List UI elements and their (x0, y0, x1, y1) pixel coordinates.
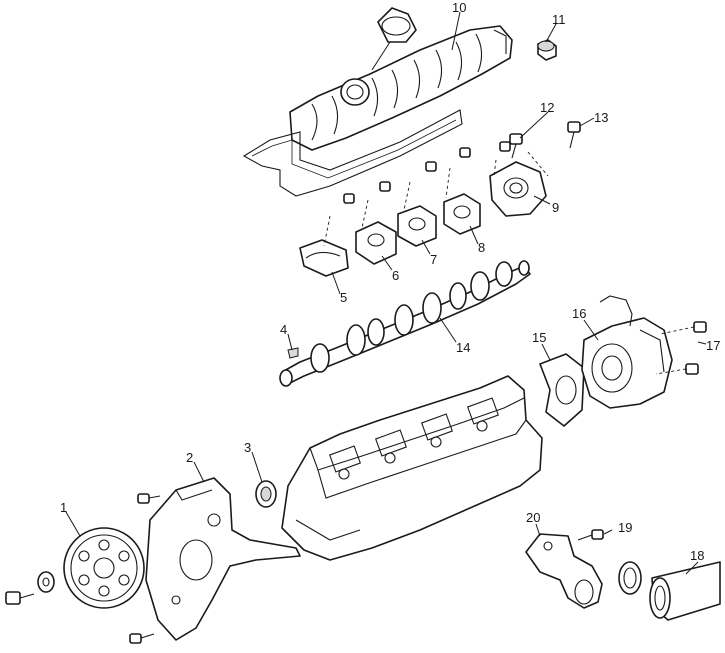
callout-1: 1 (60, 500, 67, 515)
callout-4: 4 (280, 322, 287, 337)
cylinder-head (281, 375, 543, 561)
woodruff-key (287, 347, 299, 359)
cam-cap-9 (489, 161, 547, 217)
callout-3: 3 (244, 440, 251, 455)
callout-labels: 1 2 3 4 5 6 7 8 9 10 11 12 13 14 15 16 1… (60, 0, 720, 563)
sprocket-washer (37, 571, 55, 593)
callout-6: 6 (392, 268, 399, 283)
housing-bolt (577, 529, 604, 541)
cam-cap-5 (299, 239, 349, 277)
seal-11 (537, 39, 557, 61)
rocker-cover-gasket (242, 109, 463, 197)
seal-ring-3 (255, 480, 277, 508)
callout-8: 8 (478, 240, 485, 255)
camshaft (279, 260, 531, 387)
bolt-13 (567, 121, 581, 149)
vacuum-pump (581, 295, 673, 409)
bolt-12 (509, 133, 523, 159)
leader-lines (65, 11, 707, 575)
callout-2: 2 (186, 450, 193, 465)
thermostat-housing (525, 533, 603, 609)
callout-17: 17 (706, 338, 720, 353)
callout-9: 9 (552, 200, 559, 215)
callout-7: 7 (430, 252, 437, 267)
cap-guide-lines (323, 151, 549, 247)
cam-cap-6 (355, 221, 397, 265)
pump-bolt-upper (659, 321, 707, 335)
callout-15: 15 (532, 330, 546, 345)
callout-12: 12 (540, 100, 554, 115)
callout-14: 14 (456, 340, 470, 355)
callout-5: 5 (340, 290, 347, 305)
callout-10: 10 (452, 0, 466, 15)
callout-20: 20 (526, 510, 540, 525)
sprocket-bolt (5, 591, 35, 605)
callout-16: 16 (572, 306, 586, 321)
callout-13: 13 (594, 110, 608, 125)
oil-filler-cap (371, 7, 417, 71)
cover-bolt-lower (129, 633, 155, 644)
cover-bolt-upper (137, 493, 161, 504)
cam-cap-bolts (343, 141, 511, 204)
cam-cap-8 (443, 193, 481, 235)
coolant-hose (649, 561, 721, 621)
callout-18: 18 (690, 548, 704, 563)
hose-clamp (618, 561, 642, 595)
vacuum-pump-gasket (539, 353, 585, 427)
camshaft-sprocket (63, 527, 145, 609)
rocker-cover (289, 25, 513, 151)
timing-cover (145, 477, 301, 641)
callout-11: 11 (552, 12, 566, 27)
cam-cap-7 (397, 205, 437, 247)
pump-bolt-lower (655, 363, 699, 375)
callout-19: 19 (618, 520, 632, 535)
